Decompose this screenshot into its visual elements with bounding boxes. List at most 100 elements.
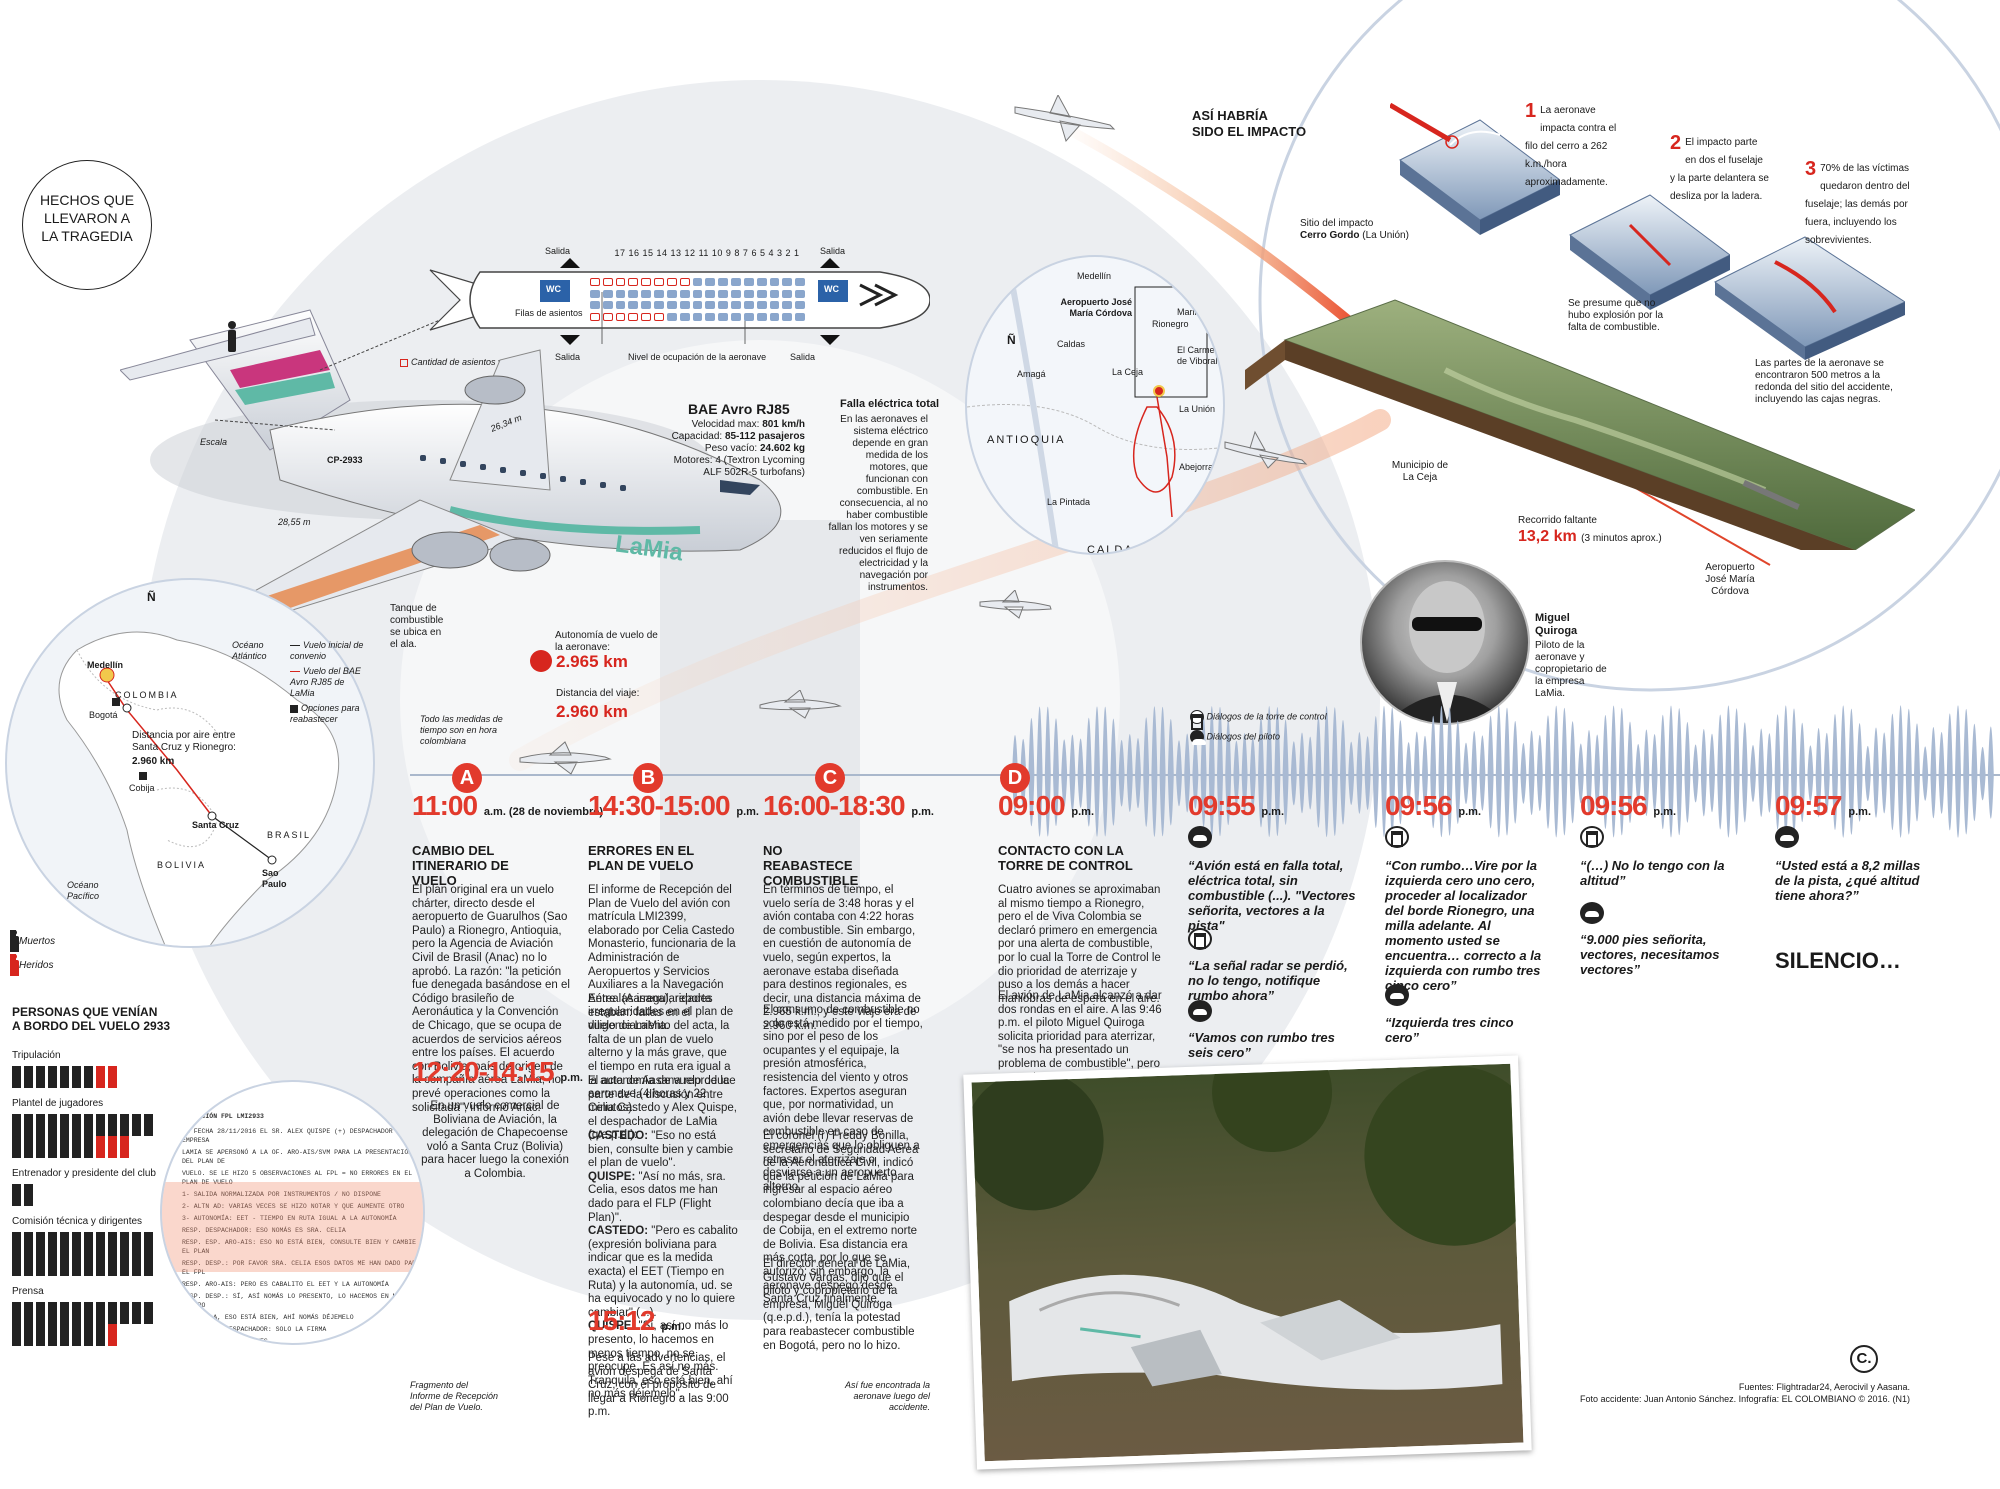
waveform-peak <box>1832 713 1838 830</box>
seat <box>795 312 805 321</box>
place-marinilla: Marinilla <box>1177 307 1211 317</box>
dialog-time-2: 09:56 p.m. <box>1385 790 1482 821</box>
section-c-title: NO REABASTECE COMBUSTIBLE <box>763 843 859 888</box>
passenger-group: Entrenador y presidente del club <box>12 1168 162 1206</box>
document-line: RESP. ARO-AIS: PERO ES CABALITO EL EET Y… <box>182 1281 389 1288</box>
person-dead-icon <box>12 1136 21 1158</box>
waveform-peak <box>1126 733 1133 812</box>
waveform-peak <box>1848 708 1855 835</box>
seat <box>705 289 716 298</box>
place-amaga: Amagá <box>1017 369 1046 379</box>
person-dead-icon <box>96 1302 105 1324</box>
waveform-peak <box>1036 706 1043 837</box>
person-dead-icon <box>24 1324 33 1346</box>
waveform-peak <box>1135 737 1141 809</box>
waveform-peak <box>1028 718 1035 827</box>
title-circle: HECHOS QUE LLEVARON A LA TRAGEDIA <box>22 160 152 290</box>
city-bogota: Bogotá <box>89 710 118 720</box>
section-c-time: 16:00-18:30 p.m. <box>763 790 934 821</box>
seat <box>731 301 741 309</box>
debris-note: Las partes de la aeronave se encontraron… <box>1755 358 1893 405</box>
waveform-peak <box>1471 730 1478 815</box>
person-dead-icon <box>12 1066 21 1088</box>
person-dead-icon <box>84 1254 93 1276</box>
waveform-peak <box>1643 729 1650 816</box>
waveform-peak <box>1225 719 1232 826</box>
person-dead-icon <box>48 1232 57 1254</box>
waveform-peak <box>1635 744 1642 803</box>
person-dead-icon <box>84 1114 93 1136</box>
accident-photo-image <box>963 1032 1545 1462</box>
country-bolivia: BOLIVIA <box>157 860 207 870</box>
timezone-note: Todo las medidas de tiempo son en hora c… <box>420 714 503 746</box>
impact-step-1: 1 La aeronave impacta contra el filo del… <box>1525 100 1625 190</box>
waveform-peak <box>1413 731 1420 815</box>
waveform-peak <box>1438 705 1445 838</box>
quote-5: “Izquierda tres cinco cero” <box>1385 1015 1514 1045</box>
remaining-value: 13,2 km <box>1518 528 1577 545</box>
document-line: RESP. DESPACHADOR: ESO NOMÁS ES SRA. CEL… <box>182 1227 346 1234</box>
place-la-ceja: La Ceja <box>1112 367 1144 377</box>
waveform-peak <box>1651 734 1658 812</box>
person-dead-icon <box>60 1302 69 1324</box>
section-d-marker: D <box>1000 763 1030 793</box>
waveform-peak <box>1782 705 1789 838</box>
waveform-peak <box>1733 708 1740 836</box>
waveform-peak <box>1586 729 1592 816</box>
person-dead-icon <box>120 1254 129 1276</box>
seat <box>756 289 767 298</box>
person-injured-icon <box>108 1324 117 1346</box>
waveform-peak <box>1274 707 1281 837</box>
aircraft-specs: Velocidad max: 801 km/h Capacidad: 85-11… <box>665 419 805 479</box>
waveform-peak <box>1118 739 1125 807</box>
place-el-carmen: El Carmen de Viboral <box>1177 345 1220 366</box>
seat <box>679 278 690 286</box>
document-line: RESP. DESP.: POR FAVOR SRA. CELIA ESOS D… <box>182 1260 420 1276</box>
waveform-peak <box>1922 746 1929 801</box>
empty-seat-swatch <box>400 358 408 367</box>
seat <box>666 289 677 298</box>
person-dead-icon <box>132 1232 141 1254</box>
impact-step-3: 3 70% de las víctimas quedaron dentro de… <box>1805 158 1915 248</box>
person-dead-icon <box>12 1302 21 1324</box>
waveform-peak <box>1372 716 1379 828</box>
aircraft-illustration <box>120 309 782 621</box>
seat <box>654 312 664 321</box>
quote-4: “Con rumbo…Vire por la izquierda cero un… <box>1385 858 1542 993</box>
person-dead-icon <box>60 1114 69 1136</box>
seat <box>590 278 600 286</box>
waveform-peak <box>1545 715 1551 829</box>
person-dead-icon <box>24 1114 33 1136</box>
waveform-peak <box>1430 715 1437 829</box>
waveform-peak <box>1299 732 1305 814</box>
title-line-3: LA TRAGEDIA <box>41 228 133 244</box>
seat <box>641 312 652 321</box>
person-dead-icon <box>144 1254 153 1276</box>
waveform-peak <box>1192 737 1199 809</box>
document-lines: EN FECHA 28/11/2016 EL SR. ALEX QUISPE (… <box>182 1127 422 1343</box>
seat <box>628 301 639 309</box>
section-b-time-2: 15:12 p.m. <box>588 1305 685 1336</box>
passenger-group: Prensa <box>12 1286 162 1346</box>
south-america-map: Ñ COLOMBIA BRASIL BOLIVIA Océano Atlánti… <box>5 578 375 948</box>
seat <box>654 278 664 286</box>
person-dead-icon <box>60 1232 69 1254</box>
legend-dead: Muertos <box>10 930 55 952</box>
spec-speed: Velocidad max: 801 km/h <box>691 419 805 430</box>
dialog-time-3: 09:56 p.m. <box>1580 790 1677 821</box>
impact-step-2: 2 El impacto parte en dos el fuselaje y … <box>1670 132 1770 204</box>
step-3-number: 3 <box>1805 158 1817 180</box>
place-la-pintada: La Pintada <box>1047 497 1091 507</box>
seat <box>756 301 767 309</box>
person-dead-icon <box>48 1136 57 1158</box>
passenger-group-label: Comisión técnica y dirigentes <box>12 1216 143 1227</box>
quote-6: “(…) No lo tengo con la altitud” <box>1580 858 1725 888</box>
dialogue-line-1: CASTEDO: "Eso no está bien, consulte bie… <box>588 1130 734 1170</box>
legend-pilot: Diálogos del piloto <box>1190 730 1327 744</box>
person-dead-icon <box>36 1232 45 1254</box>
seat <box>782 289 793 298</box>
section-a-marker: A <box>452 763 482 793</box>
seat <box>769 312 780 321</box>
waveform-peak <box>1602 715 1609 829</box>
wc-label-left: WC <box>546 284 561 294</box>
